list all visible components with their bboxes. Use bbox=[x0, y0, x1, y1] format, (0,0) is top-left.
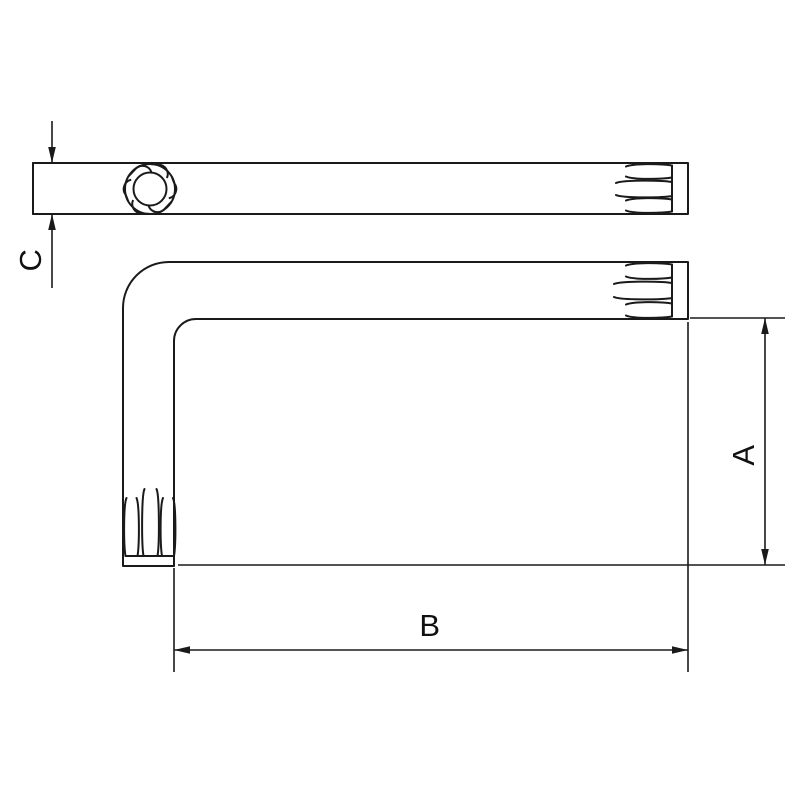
torx-lobe-icon bbox=[158, 163, 169, 179]
top-view-flute bbox=[625, 197, 673, 214]
dimension-c-label: C bbox=[13, 249, 48, 272]
main-l-key-view-group bbox=[122, 261, 689, 567]
dimension-a-label: A bbox=[726, 444, 761, 465]
top-view-flute bbox=[625, 163, 673, 180]
torx-lobe-join bbox=[124, 194, 130, 202]
top-view-flute bbox=[615, 179, 673, 199]
horizontal-tip-flute bbox=[625, 301, 673, 319]
horizontal-arm-torx-tip bbox=[613, 261, 689, 320]
dimension-c-arrow-down bbox=[48, 147, 56, 163]
torx-lobe-join bbox=[170, 176, 176, 184]
dimension-b-label: B bbox=[419, 608, 440, 643]
torx-lobe-join bbox=[149, 163, 159, 166]
torx-lobe-join bbox=[127, 168, 137, 178]
torx-lobe-icon bbox=[134, 164, 153, 173]
torx-lobe-join bbox=[163, 200, 173, 210]
horizontal-tip-flute bbox=[625, 262, 673, 280]
top-view-body bbox=[32, 162, 629, 215]
dimension-b-arrow-left bbox=[174, 646, 190, 654]
dimension-b-group: B bbox=[173, 322, 689, 672]
dimension-c-arrow-up bbox=[48, 214, 56, 230]
dimension-c-group: C bbox=[13, 121, 56, 288]
torx-inner-circle-icon bbox=[132, 171, 168, 207]
torx-lobe-icon bbox=[131, 199, 142, 215]
vertical-tip-flute bbox=[123, 497, 140, 557]
torx-lobe-icon bbox=[147, 205, 166, 214]
dimension-a-arrow-down bbox=[761, 549, 769, 565]
torx-lobe-icon bbox=[168, 182, 178, 200]
torx-lobe-joins-group bbox=[124, 163, 176, 215]
top-view-torx-tip bbox=[615, 162, 689, 215]
top-view-group bbox=[32, 162, 689, 215]
l-key-outer-contour bbox=[122, 261, 629, 501]
vertical-tip-flute bbox=[141, 488, 160, 557]
top-view-tip-outline bbox=[627, 162, 689, 215]
dimension-a-arrow-up bbox=[761, 318, 769, 334]
torx-lobes-group bbox=[122, 163, 178, 215]
vertical-arm-torx-tip bbox=[122, 488, 177, 567]
torx-lobe-join bbox=[141, 212, 151, 215]
torx-socket-profile bbox=[122, 163, 178, 215]
l-key-inner-contour bbox=[173, 318, 629, 561]
dimension-a-group: A bbox=[178, 317, 785, 566]
vertical-tip-outline bbox=[122, 499, 175, 567]
dimension-b-arrow-right bbox=[672, 646, 688, 654]
torx-lobe-icon bbox=[122, 178, 132, 196]
horizontal-tip-flute bbox=[613, 280, 673, 301]
horizontal-tip-outline bbox=[627, 261, 689, 320]
